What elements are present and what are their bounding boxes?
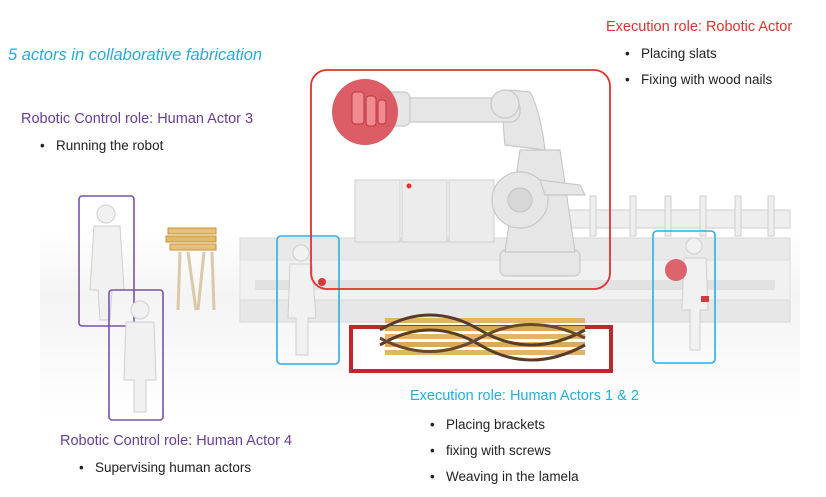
- robotic-actor-frame: [310, 69, 611, 290]
- human-actor-3-figure: [89, 204, 125, 321]
- human-actor-4-figure: [123, 300, 157, 413]
- human-actor-1-figure: [287, 244, 317, 356]
- human-actor-4-frame: [108, 289, 164, 421]
- human-actors-1-2-item-2: fixing with screws: [446, 443, 551, 458]
- human-actor-3-role: Robotic Control role: Human Actor 3: [21, 111, 254, 127]
- human-actor-2-highlight: [665, 259, 687, 281]
- human-actor-2-tool: [701, 296, 709, 302]
- page-title: 5 actors in collaborative fabrication: [8, 46, 263, 64]
- robotic-actor-item-1: Placing slats: [641, 46, 717, 61]
- control-cabinets: [354, 179, 495, 243]
- human-actors-1-2-item-1: Placing brackets: [446, 417, 545, 432]
- robot-gripper-highlight: [332, 79, 398, 145]
- woven-lamella: [379, 313, 586, 362]
- human-actor-4-item-1: Supervising human actors: [95, 460, 251, 475]
- human-actor-4-role: Robotic Control role: Human Actor 4: [60, 433, 293, 449]
- human-actor-1-tool: [318, 278, 326, 286]
- industrial-robot: [379, 89, 586, 277]
- human-actor-1-frame: [276, 235, 340, 365]
- human-actor-2-figure: [681, 237, 709, 351]
- human-actors-1-2-role: Execution role: Human Actors 1 & 2: [410, 388, 639, 404]
- human-actor-3-item-1: Running the robot: [56, 138, 163, 153]
- human-actors-1-2-item-3: Weaving in the lamela: [446, 469, 579, 484]
- human-actor-2-frame: [652, 230, 716, 364]
- slat-stack: [165, 227, 217, 311]
- gripper-icon: [351, 91, 387, 127]
- status-light: [406, 183, 412, 189]
- robotic-actor-role: Execution role: Robotic Actor: [606, 19, 793, 35]
- robotic-actor-item-2: Fixing with wood nails: [641, 72, 772, 87]
- human-actor-3-frame: [78, 195, 135, 327]
